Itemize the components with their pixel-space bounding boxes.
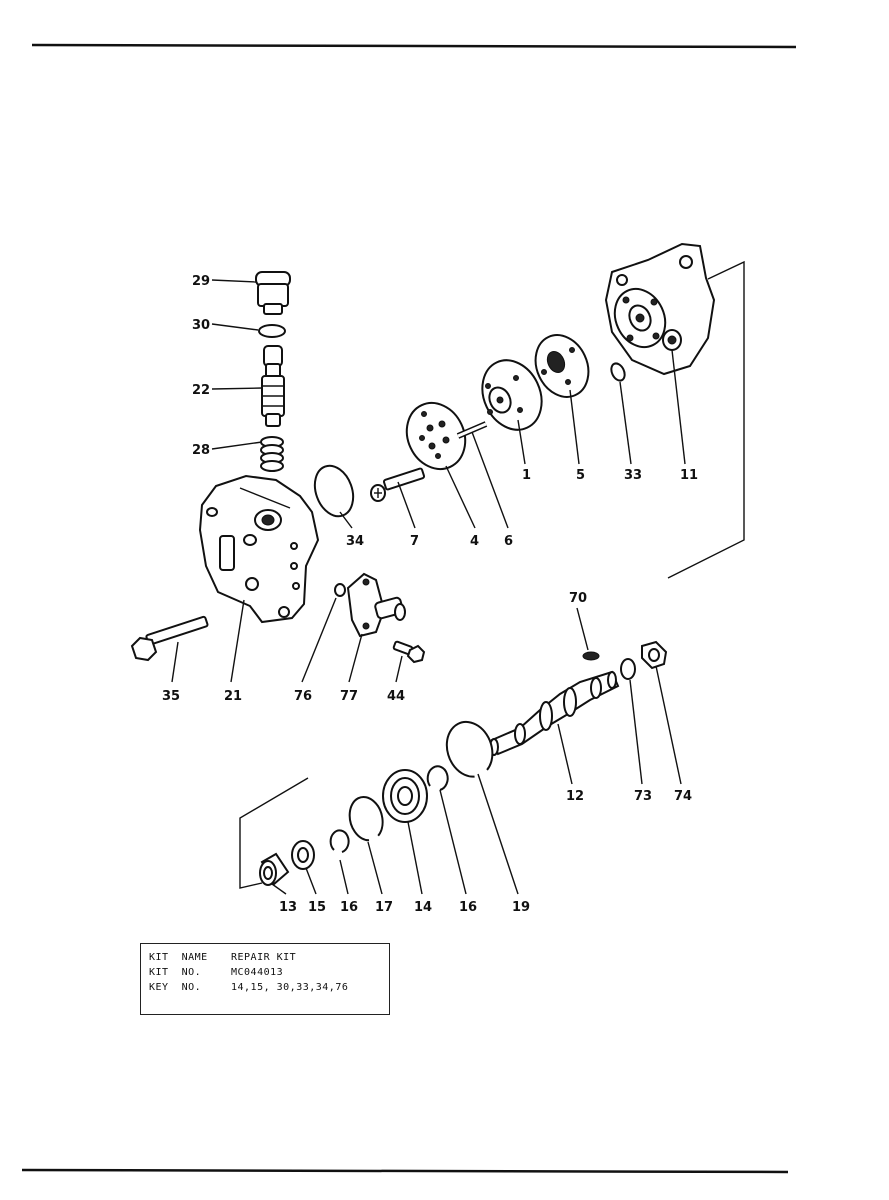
- kit-key-numbers-key: KEY NO.: [149, 982, 202, 993]
- callout-16b: 16: [459, 900, 477, 915]
- part-11-cover: [604, 242, 716, 376]
- part-77-flange: [346, 572, 406, 638]
- part-21-pump-body: [198, 474, 320, 624]
- callout-5: 5: [576, 468, 585, 483]
- part-14-bearing: [382, 769, 428, 823]
- kit-key-numbers-value: 14,15, 30,33,34,76: [231, 982, 349, 993]
- part-33-o-ring: [610, 362, 626, 382]
- part-29-plug: [255, 271, 291, 315]
- part-1-rotor: [481, 359, 543, 431]
- kit-number-value: MC044013: [231, 967, 284, 978]
- callout-30: 30: [192, 318, 210, 333]
- callout-1: 1: [522, 468, 531, 483]
- callout-12: 12: [566, 789, 584, 804]
- bottom-rule: [21, 1168, 789, 1174]
- part-4-cam-plate: [405, 401, 467, 471]
- repair-kit-table: KIT NAME REPAIR KIT KIT NO. MC044013 KEY…: [140, 943, 390, 1015]
- part-74-nut: [641, 640, 668, 670]
- part-16b-snap-ring: [426, 765, 449, 791]
- callout-13: 13: [279, 900, 297, 915]
- part-70-key: [582, 651, 600, 661]
- callout-14: 14: [414, 900, 432, 915]
- part-34-gasket: [313, 464, 355, 518]
- callout-16a: 16: [340, 900, 358, 915]
- kit-name-key: KIT NAME: [149, 952, 208, 963]
- callout-74: 74: [674, 789, 692, 804]
- part-22-valve: [261, 345, 285, 427]
- part-16a-snap-ring: [329, 829, 350, 853]
- callout-15: 15: [308, 900, 326, 915]
- callout-73: 73: [634, 789, 652, 804]
- callout-44: 44: [387, 689, 405, 704]
- callout-34: 34: [346, 534, 364, 549]
- part-76-o-ring: [334, 583, 346, 597]
- part-17-snap-ring: [348, 795, 384, 842]
- callout-22: 22: [192, 383, 210, 398]
- callout-19: 19: [512, 900, 530, 915]
- callout-4: 4: [470, 534, 479, 549]
- kit-number-key: KIT NO.: [149, 967, 202, 978]
- callout-11: 11: [680, 468, 698, 483]
- part-73-washer: [620, 658, 636, 680]
- lower-group-bracket: [239, 777, 309, 889]
- part-5-side-plate: [534, 334, 590, 398]
- callout-76: 76: [294, 689, 312, 704]
- callout-labels: 29 30 22 28 1 5 33 11 34 7 4 6 70 35 21 …: [162, 274, 698, 915]
- callout-77: 77: [340, 689, 358, 704]
- kit-row-number: KIT NO. MC044013: [149, 965, 381, 980]
- part-28-spring: [260, 436, 284, 472]
- kit-row-name: KIT NAME REPAIR KIT: [149, 950, 381, 965]
- part-7-screw: [370, 467, 426, 502]
- callout-29: 29: [192, 274, 210, 289]
- leader-lines: [171, 279, 686, 895]
- part-19-snap-ring: [445, 721, 494, 778]
- callout-21: 21: [224, 689, 242, 704]
- part-44-bolt: [392, 640, 426, 664]
- callout-70: 70: [569, 591, 587, 606]
- part-12-shaft: [489, 670, 620, 756]
- callout-7: 7: [410, 534, 419, 549]
- callout-33: 33: [624, 468, 642, 483]
- callout-35: 35: [162, 689, 180, 704]
- part-30-o-ring: [258, 324, 286, 338]
- kit-row-key-numbers: KEY NO. 14,15, 30,33,34,76: [149, 980, 381, 995]
- top-rule: [31, 43, 797, 49]
- callout-6: 6: [504, 534, 513, 549]
- upper-group-bracket: [667, 260, 745, 579]
- callout-28: 28: [192, 443, 210, 458]
- part-15-washer: [291, 840, 315, 870]
- part-13-collar: [259, 852, 290, 886]
- kit-name-value: REPAIR KIT: [231, 952, 297, 963]
- callout-17: 17: [375, 900, 393, 915]
- part-35-bolt: [130, 615, 209, 662]
